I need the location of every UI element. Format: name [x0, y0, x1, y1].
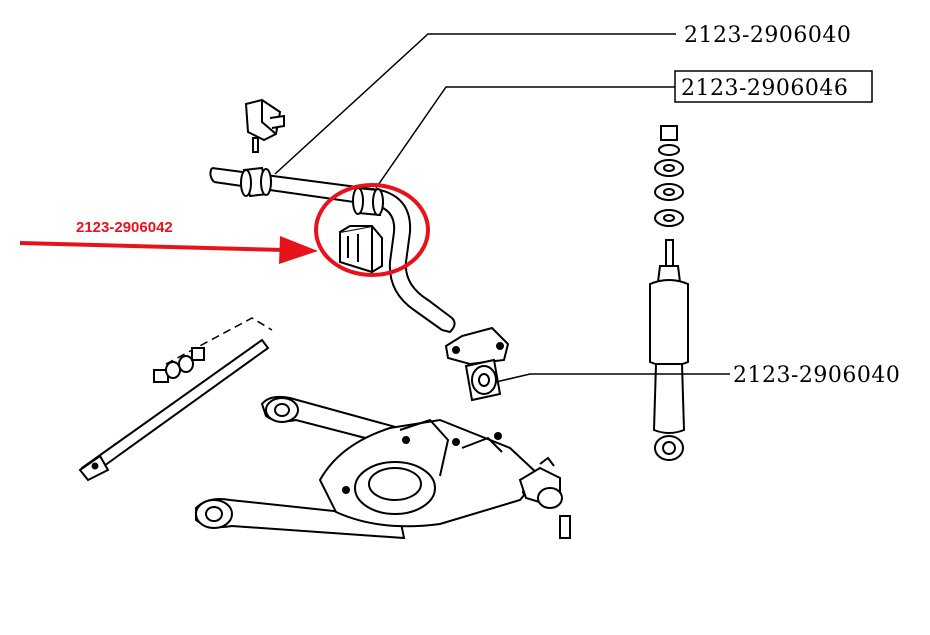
- leader-top: [274, 33, 676, 175]
- leader-right: [495, 373, 730, 383]
- bar-bushing-right: [352, 186, 384, 217]
- bar-bushing-left: [240, 166, 272, 198]
- tie-rod: [78, 338, 270, 482]
- part-number-highlight: 2123-2906042: [76, 219, 173, 236]
- arrow-right-icon: [19, 236, 318, 264]
- tie-rod-washers: [153, 347, 205, 383]
- part-number-right: 2123-2906040: [733, 363, 900, 388]
- leader-lines: [274, 33, 730, 383]
- leader-boxed: [375, 86, 676, 189]
- bar-bracket-lower: [444, 326, 510, 402]
- part-number-boxed-frame: [674, 70, 873, 103]
- part-number-boxed: 2123-2906046: [681, 76, 848, 101]
- bar-bracket-top: [244, 98, 285, 153]
- highlight-circle: [314, 183, 430, 277]
- shock-absorber: [649, 125, 689, 461]
- part-number-top: 2123-2906040: [684, 23, 851, 48]
- highlighted-bracket: [339, 224, 383, 274]
- lower-control-arm: [195, 395, 571, 540]
